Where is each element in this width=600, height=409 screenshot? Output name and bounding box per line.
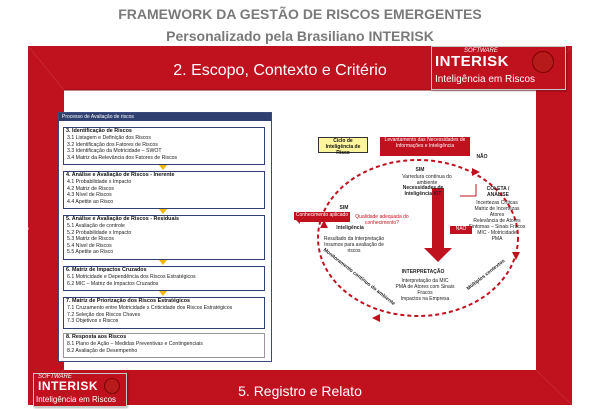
cycle-title: Ciclo de Inteligência de Risco	[318, 137, 368, 156]
section-title: 8. Resposta aos Riscos	[66, 334, 127, 340]
right-band	[536, 46, 572, 405]
interpretation-items: Interpretação da MIC PMA de Atores com S…	[392, 278, 458, 302]
section-item: 5.5 Apetite ao Risco	[67, 249, 114, 256]
center-down-arrow	[424, 188, 452, 262]
flow-arrow-icon	[159, 165, 167, 170]
section-item: 7.2 Seleção dos Riscos Chaves	[67, 311, 141, 318]
section-item: 7.3 Objetivos x Riscos	[67, 318, 119, 325]
interpretation-result: Resultado da Interpretação Insumos para …	[323, 236, 385, 254]
cycle-arrow-bottom	[372, 314, 380, 322]
process-section-7: 7. Matriz de Priorização dos Riscos Estr…	[63, 297, 265, 329]
cycle-arrow-top	[472, 168, 480, 176]
process-section-8: 8. Resposta aos Riscos 8.1 Plano de Ação…	[63, 333, 265, 358]
section-item: 6.1 Motricidade e Dependência dos Riscos…	[67, 274, 196, 280]
section-item: 4.4 Apetite ao Risco	[67, 198, 114, 205]
collection-items: Incertezas Críticas Matriz de Incertezas…	[464, 200, 530, 242]
process-header: Processo de Avaliação de riscos	[59, 113, 271, 121]
sim-top-label: SIM	[415, 167, 425, 173]
section-title: 6. Matriz de Impactos Cruzados	[66, 267, 147, 273]
interpretation-item: Interpretação da MIC	[401, 278, 449, 284]
process-section-5: 5. Análise e Avaliação de Riscos - Resid…	[63, 215, 265, 260]
needs-box: Levantamento das Necessidades de Informa…	[380, 137, 470, 156]
section-item: 3.4 Matriz da Relevância dos Fatores de …	[67, 154, 178, 161]
logo-tagline: Inteligência em Riscos	[435, 74, 536, 85]
interpretation-item: PMA de Atores com Sinais Fracos	[395, 284, 455, 296]
section-item: 5.2 Probabilidade x Impacto	[67, 229, 132, 236]
section-title: 3. Identificação de Riscos	[66, 128, 132, 134]
quality-question: Qualidade adequada do conhecimento?	[355, 214, 409, 226]
cycle-arrow-left	[320, 220, 328, 228]
intelligence-needs: Necessidades de Inteligência KIT	[402, 185, 444, 197]
section-item: 5.1 Avaliação de controle	[67, 223, 125, 229]
section-item: 3.1 Listagem e Definição dos Riscos	[67, 135, 151, 141]
frame-top-label: 2. Escopo, Contexto e Critério	[173, 62, 387, 79]
flow-arrow-icon	[159, 209, 167, 214]
logo-brand: INTERISK	[435, 53, 510, 70]
section-item: 4.2 Matriz de Riscos	[67, 185, 114, 192]
cycle-ellipse	[317, 159, 519, 317]
flow-arrow-icon	[159, 260, 167, 265]
section-item: 3.2 Identificação dos Fatores de Riscos	[67, 141, 158, 148]
intelligence-label: Inteligência	[336, 225, 364, 231]
process-section-6: 6. Matriz de Impactos Cruzados 6.1 Motri…	[63, 266, 265, 291]
collection-item: Atores	[489, 212, 505, 218]
nao-top-label: NÃO	[476, 154, 488, 160]
nao-mid-label: NÃO	[450, 226, 472, 234]
logo-software: SOFTWARE	[464, 48, 498, 54]
frame-left-label: 1. Comunicação e Consulta	[12, 132, 30, 317]
scan-label: Varredura contínua do ambiente	[402, 174, 452, 186]
bottom-band	[28, 370, 572, 405]
section-title: 5. Análise e Avaliação de Riscos - Resid…	[66, 216, 179, 222]
section-item: 5.4 Nível de Riscos	[67, 242, 112, 249]
collection-item: Sintomas – Sinais Fracos	[468, 224, 526, 230]
process-section-3: 3. Identificação de Riscos 3.1 Listagem …	[63, 127, 265, 165]
logo-disk-icon	[104, 378, 120, 394]
collection-item: Matriz de Incertezas	[474, 206, 520, 212]
process-section-4: 4. Análise e Avaliação de Riscos - Inere…	[63, 171, 265, 209]
flow-arrow-icon	[159, 291, 167, 296]
section-title: 7. Matriz de Priorização dos Riscos Estr…	[66, 298, 191, 304]
collection-item: Incertezas Críticas	[476, 200, 518, 206]
risk-assessment-process: Processo de Avaliação de riscos 3. Ident…	[58, 112, 272, 362]
collection-item: MIC - Motricidade	[477, 230, 517, 236]
section-item: 8.1 Plano de Ação – Medidas Preventivas …	[67, 341, 203, 347]
collection-label: COLETA / ANÁLISE	[486, 186, 510, 198]
interpretation-item: Impactos na Empresa	[400, 296, 450, 302]
interisk-logo-bottom: SOFTWARE INTERISK Inteligência em Riscos	[33, 373, 127, 407]
interisk-logo-top: SOFTWARE INTERISK Inteligência em Riscos	[431, 46, 566, 90]
logo-software: SOFTWARE	[38, 374, 72, 380]
logo-disk-icon	[532, 51, 554, 73]
section-item: 6.2 MIC – Matriz de Impactos Cruzados	[67, 280, 159, 287]
interpretation-label: INTERPRETAÇÃO	[401, 269, 445, 275]
collection-item: PMA	[491, 236, 503, 242]
logo-brand: INTERISK	[38, 379, 99, 393]
cycle-arrow-right	[512, 252, 520, 260]
left-band	[28, 46, 64, 405]
page-subtitle: Personalizado pela Brasiliano INTERISK	[166, 28, 434, 44]
section-title: 4. Análise e Avaliação de Riscos - Inere…	[66, 172, 175, 178]
section-item: 8.2 Avaliação de Desempenho	[67, 347, 138, 354]
section-item: 5.3 Matriz de Riscos	[67, 236, 114, 243]
section-item: 4.1 Probabilidade x Impacto	[67, 179, 132, 185]
section-item: 3.3 Identificação da Motricidade – SWOT	[67, 148, 162, 155]
page-title: FRAMEWORK DA GESTÃO DE RISCOS EMERGENTES	[118, 6, 482, 22]
frame-bottom-label: 5. Registro e Relato	[238, 383, 362, 399]
logo-tagline: Inteligência em Riscos	[36, 395, 117, 404]
collection-item: Relevância de Atores	[473, 218, 521, 224]
frame-right-label: 6. Monitoramento e Análise Crítica	[572, 95, 590, 325]
sim-mid-label: SIM	[339, 205, 349, 211]
applied-knowledge: Conhecimento aplicado	[294, 212, 350, 220]
section-item: 7.1 Cruzamento entre Motricidade x Criti…	[67, 305, 233, 311]
section-item: 4.3 Nível de Riscos	[67, 192, 112, 199]
